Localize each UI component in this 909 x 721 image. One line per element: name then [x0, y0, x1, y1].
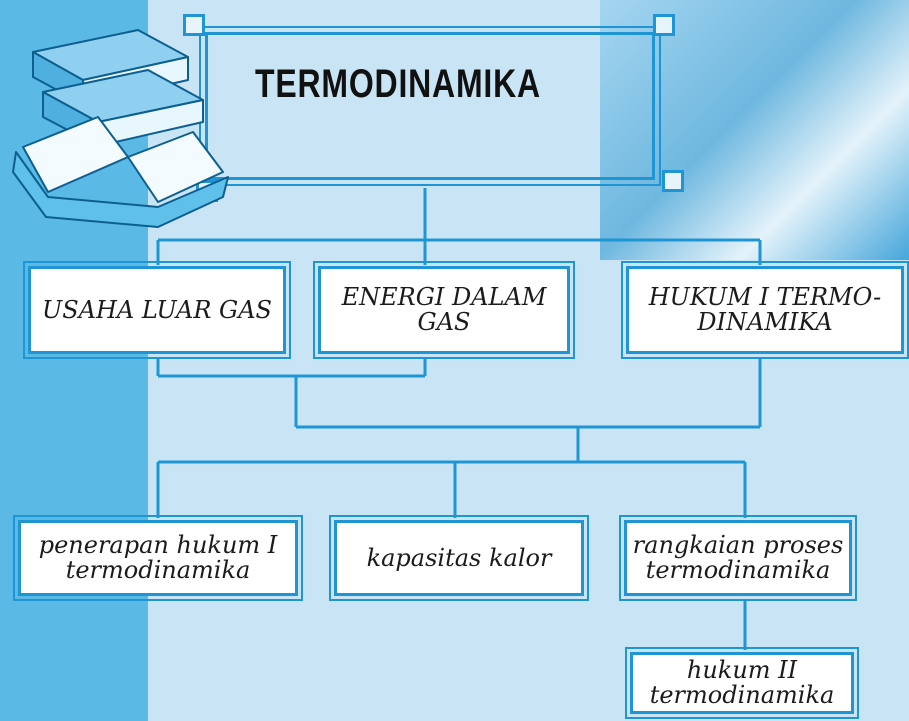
node-label: penerapan hukum I termodinamika: [38, 531, 278, 584]
node-label: HUKUM I TERMO-DINAMIKA: [648, 283, 882, 336]
background-photo: [600, 0, 909, 260]
node-label: kapasitas kalor: [366, 543, 552, 572]
node-hukum-2-termodinamika: hukum II termodinamika: [625, 647, 859, 719]
books-icon: [12, 29, 229, 228]
node-label: USAHA LUAR GAS: [42, 295, 272, 324]
node-usaha-luar-gas: USAHA LUAR GAS: [23, 261, 291, 359]
node-label: ENERGI DALAM GAS: [341, 283, 547, 336]
node-penerapan-hukum-1: penerapan hukum I termodinamika: [13, 515, 303, 601]
node-kapasitas-kalor: kapasitas kalor: [329, 515, 589, 601]
node-rangkaian-proses: rangkaian proses termodinamika: [619, 515, 857, 601]
node-label: hukum II termodinamika: [649, 656, 835, 709]
node-label: rangkaian proses termodinamika: [632, 531, 844, 584]
frame-corner-ornament: [662, 170, 684, 192]
frame-corner-ornament: [183, 14, 205, 36]
frame-corner-ornament: [653, 14, 675, 36]
title-frame: [199, 26, 661, 186]
node-energi-dalam-gas: ENERGI DALAM GAS: [313, 261, 575, 359]
diagram-title: TERMODINAMIKA: [255, 62, 541, 106]
node-hukum-1-termodinamika: HUKUM I TERMO-DINAMIKA: [621, 261, 909, 359]
